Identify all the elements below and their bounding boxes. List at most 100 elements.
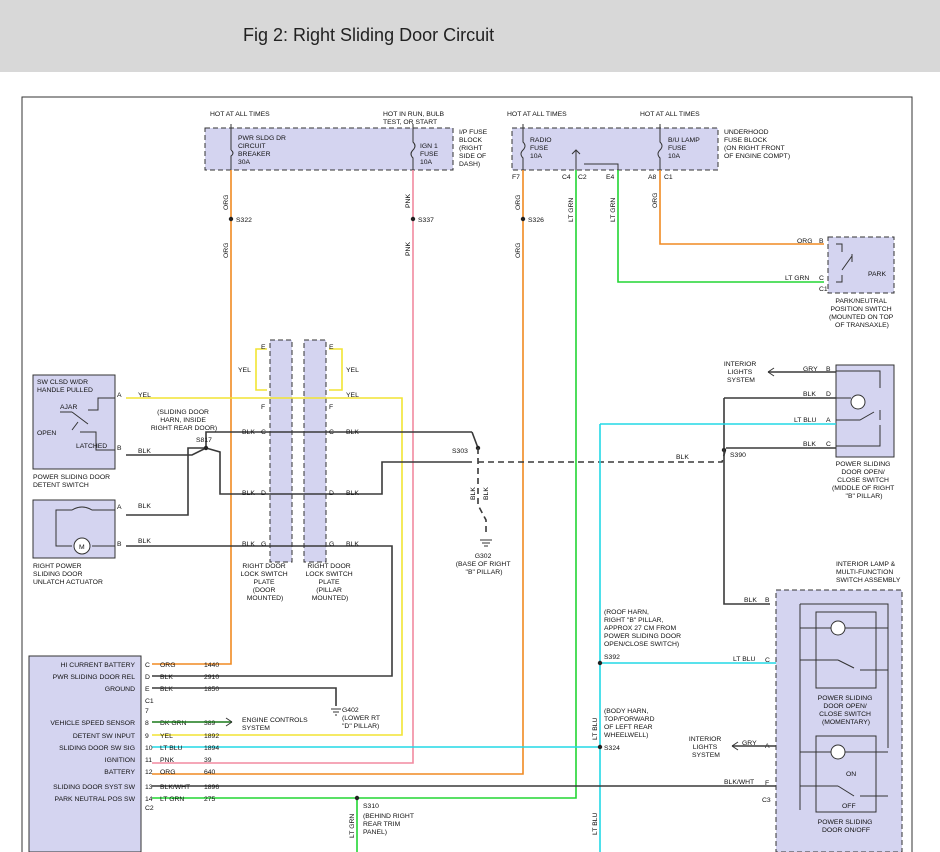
- text-line: HANDLE PULLED: [37, 387, 93, 394]
- ign-fuse-symbol: [410, 124, 416, 170]
- module-row-wire: YEL: [160, 733, 173, 740]
- pin-a8: A8: [648, 174, 657, 181]
- wire-label: ORG: [652, 193, 659, 208]
- text-line: SYSTEM: [692, 752, 720, 759]
- body-note: (BODY HARN, TOP/FORWARD OF LEFT REAR WHE…: [604, 708, 656, 739]
- module-row-num: 1894: [204, 745, 219, 752]
- module-row-num: 1440: [204, 662, 219, 669]
- module-row-num: 2910: [204, 674, 219, 681]
- splice-s337-dot: [410, 216, 416, 222]
- module-row-name: SLIDING DOOR SW SIG: [59, 745, 135, 752]
- module-row-pin: 7: [145, 708, 149, 715]
- module-row-num: 1896: [204, 784, 219, 791]
- text-line: CLOSE SWITCH: [837, 477, 889, 484]
- text-line: (DOOR: [253, 587, 276, 594]
- wire-blk-g: [126, 545, 393, 677]
- radio-bus: [571, 149, 619, 170]
- wire-label: BLK: [242, 490, 255, 497]
- motor-text: M: [79, 544, 85, 551]
- splice-s324: S324: [604, 745, 620, 752]
- text-line: (RIGHT: [459, 145, 482, 152]
- interior-lamp-title: INTERIOR LAMP & MULTI-FUNCTION SWITCH AS…: [836, 561, 901, 584]
- hot-label-radio: HOT AT ALL TIMES: [507, 111, 567, 118]
- wire-label: BLK: [138, 538, 151, 545]
- text-line: RIGHT DOOR: [242, 563, 285, 570]
- wire-label: BLK: [676, 454, 689, 461]
- text-line: FUSE: [420, 151, 439, 158]
- pin-label: C: [329, 429, 334, 436]
- wire-label: BLK: [138, 448, 151, 455]
- module-row-pin: 10: [145, 745, 153, 752]
- s310-note: (BEHIND RIGHT REAR TRIM PANEL): [363, 813, 416, 836]
- pin-f7: F7: [512, 174, 520, 181]
- text-line: (PILLAR: [316, 587, 342, 594]
- actuator-label: RIGHT POWER SLIDING DOOR UNLATCH ACTUATO…: [33, 563, 103, 586]
- module-row-name: VEHICLE SPEED SENSOR: [50, 720, 135, 727]
- module-row-num: 39: [204, 757, 212, 764]
- wire-label: BLK: [470, 487, 477, 500]
- splice-s326: S326: [528, 217, 544, 224]
- pin-label: C1: [819, 286, 828, 293]
- pin-label: A: [117, 392, 122, 399]
- module-row-name: BATTERY: [104, 769, 135, 776]
- module-row-name: SLIDING DOOR SYST SW: [53, 784, 135, 791]
- text-line: RIGHT "B" PILLAR,: [604, 617, 664, 624]
- module-row-wire: BLK: [160, 674, 173, 681]
- text-line: "B" PILLAR): [846, 493, 883, 500]
- hot-text: HOT AT ALL TIMES: [210, 111, 270, 118]
- module-row-pin: 9: [145, 733, 149, 740]
- text-line: FUSE: [668, 145, 687, 152]
- module-row-name: GROUND: [105, 686, 135, 693]
- wire-blk-d-pin: [723, 397, 836, 605]
- motor-icon: [73, 537, 91, 555]
- text-line: G402: [342, 707, 359, 714]
- wire-label: LT BLU: [592, 717, 599, 740]
- module-row-wire: LT GRN: [160, 796, 184, 803]
- radio-fuse-symbol: [520, 124, 526, 170]
- plate-jumpers: [255, 348, 343, 391]
- ground-symbol: [480, 539, 492, 547]
- pin-label: B: [117, 445, 122, 452]
- pin-label: D: [826, 391, 831, 398]
- text-line: OF TRANSAXLE): [835, 322, 889, 329]
- splice-s310: S310: [363, 803, 379, 810]
- text-line: REAR TRIM: [363, 821, 401, 828]
- underhood-label: UNDERHOOD FUSE BLOCK (ON RIGHT FRONT OF …: [724, 129, 790, 160]
- splice-s324-dot: [597, 744, 603, 750]
- detent-switch-symbol: [60, 397, 115, 451]
- interior-lights2-label: INTERIOR LIGHTS SYSTEM: [689, 736, 723, 759]
- text-line: RIGHT DOOR: [307, 563, 350, 570]
- splice-s326-dot: [520, 216, 526, 222]
- wire-label: ORG: [223, 195, 230, 210]
- breaker-label: PWR SLDG DR CIRCUIT BREAKER 30A: [238, 135, 288, 166]
- module-row-pin: 11: [145, 757, 152, 764]
- text-line: SYSTEM: [727, 377, 755, 384]
- lock-plate-door: [269, 339, 293, 563]
- on-off-switch-label: POWER SLIDING DOOR ON/OFF: [818, 819, 875, 834]
- text-line: UNLATCH ACTUATOR: [33, 579, 103, 586]
- text-line: FUSE BLOCK: [724, 137, 768, 144]
- wire-label: LT GRN: [349, 814, 356, 838]
- pin-label: F: [765, 780, 769, 787]
- ajar-text: AJAR: [60, 404, 77, 411]
- ground-symbol: [331, 708, 341, 716]
- pin-label: C2: [145, 805, 154, 812]
- splice-s322-dot: [228, 216, 234, 222]
- text-line: MOUNTED): [312, 595, 349, 602]
- engine-controls-label: ENGINE CONTROLS SYSTEM: [242, 717, 310, 732]
- wire-label: GRY: [742, 740, 757, 747]
- wire-label: LT BLU: [592, 812, 599, 835]
- pin-label: E: [329, 344, 334, 351]
- text-line: (BEHIND RIGHT: [363, 813, 414, 820]
- arrow-icon: [225, 717, 233, 727]
- bu-fuse-label: B/U LAMP FUSE 10A: [668, 137, 702, 160]
- wire-label: ORG: [797, 238, 812, 245]
- text-line: PLATE: [319, 579, 340, 586]
- wire-label: ORG: [515, 195, 522, 210]
- text-line: FUSE: [530, 145, 549, 152]
- wire-label: ORG: [515, 243, 522, 258]
- text-line: OF LEFT REAR: [604, 724, 653, 731]
- radio-fuse-label: RADIO FUSE 10A: [530, 137, 553, 160]
- hot-text: HOT AT ALL TIMES: [640, 111, 700, 118]
